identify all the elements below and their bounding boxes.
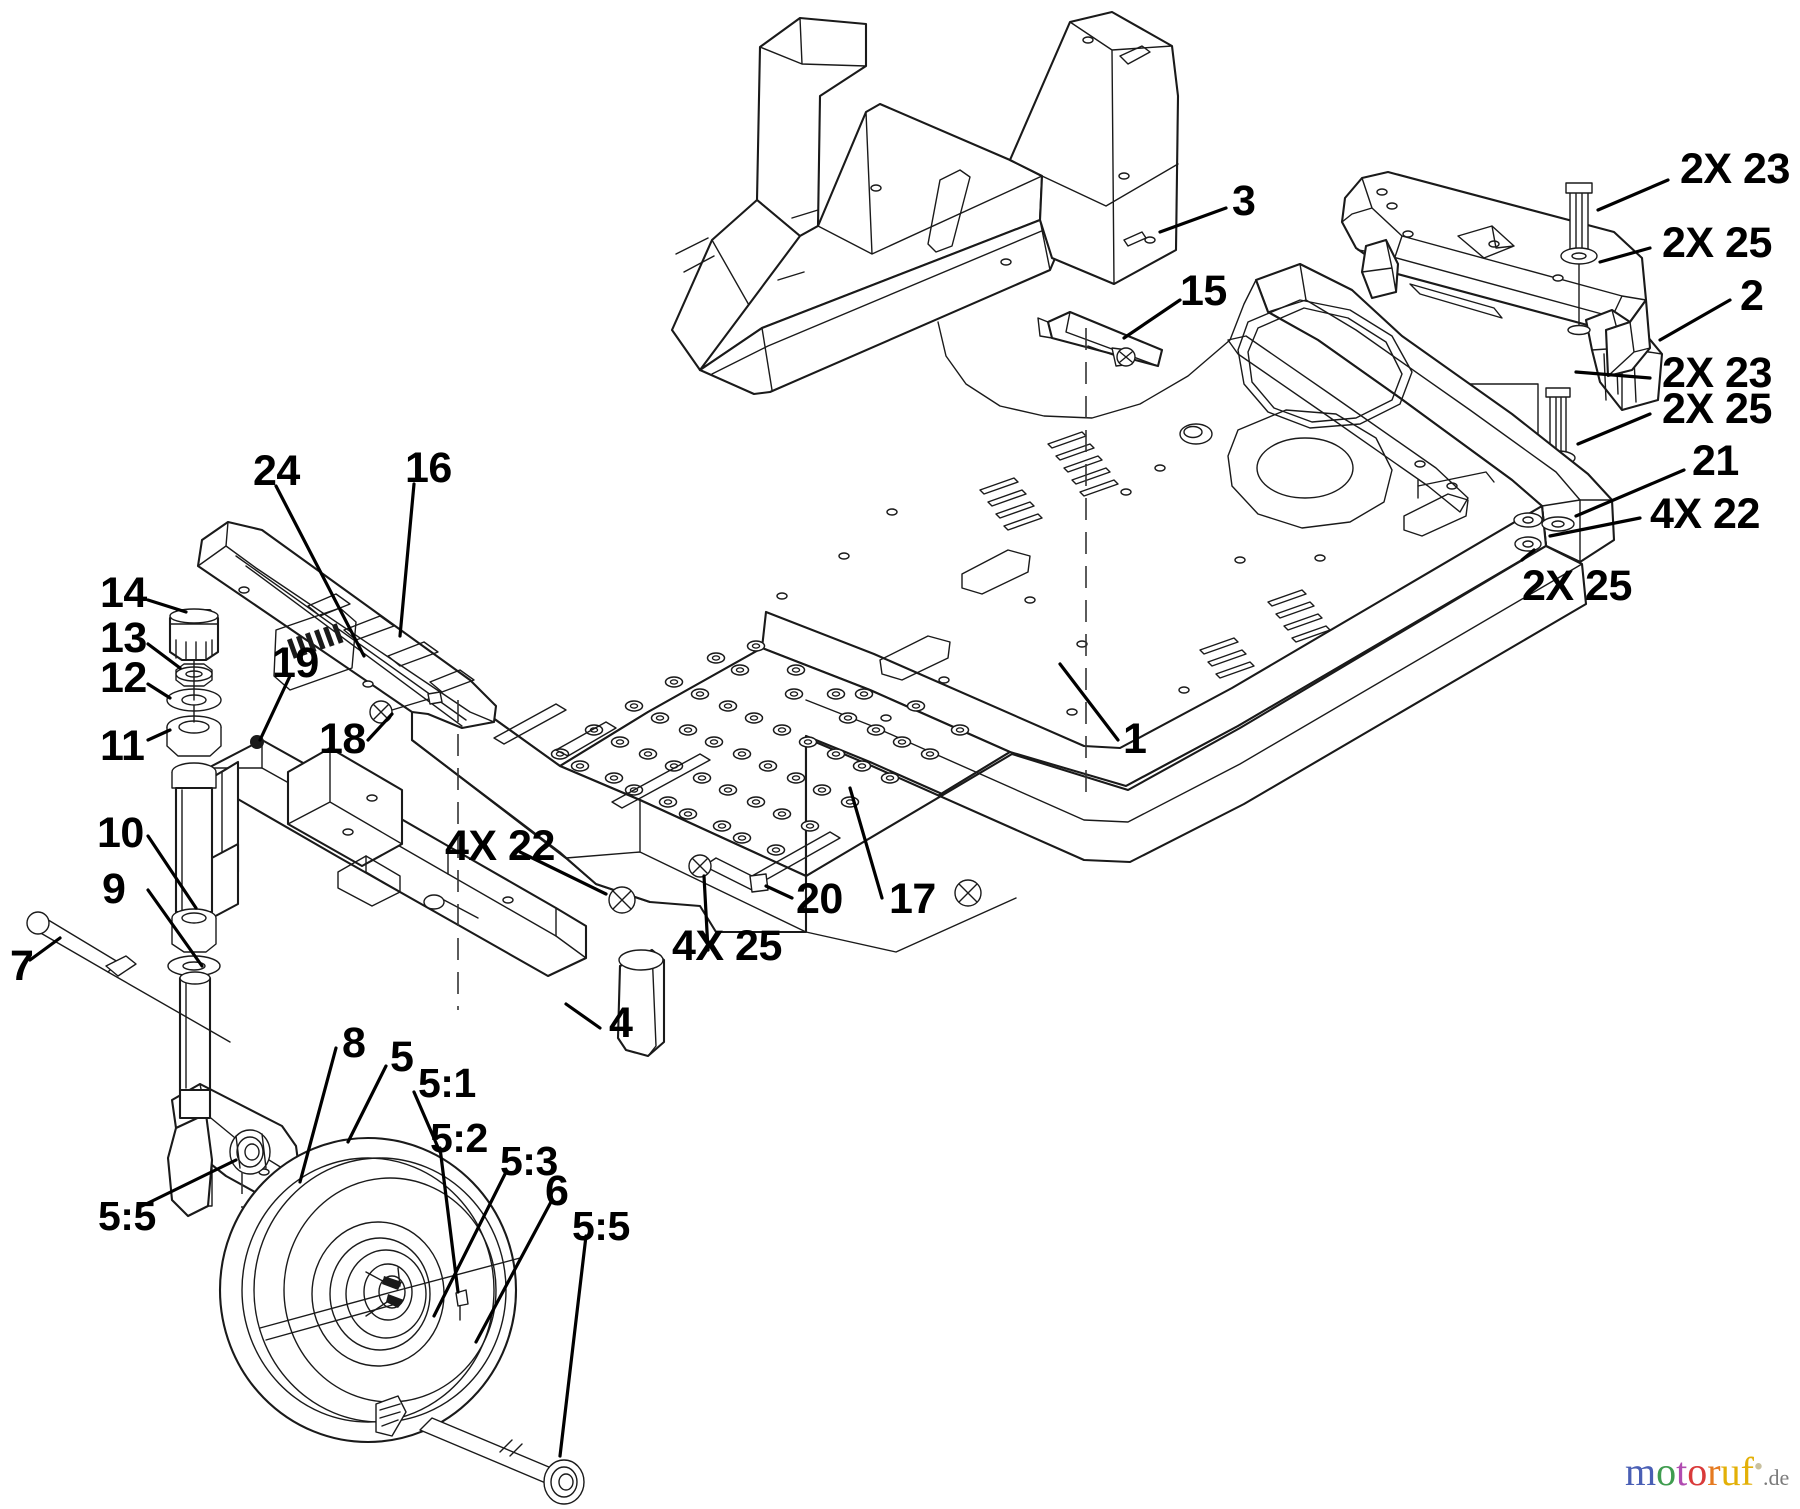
axle-bolt-5-3 [419,1417,585,1505]
callout-8: 8 [342,1019,366,1067]
callout-5: 5 [390,1033,414,1081]
rear-bumper-group [1340,170,1664,412]
callout-2x23-lower: 2X 23 [1662,349,1772,397]
callout-4x22-right: 4X 22 [1650,490,1760,538]
bolt-23-upper-assembly [1560,182,1598,336]
part-7-long-bolt [26,911,231,1043]
callout-6: 6 [545,1167,569,1215]
callout-2: 2 [1740,272,1764,320]
callout-2x25-lower: 2X 25 [1662,385,1772,433]
callout-5-3: 5:3 [500,1138,558,1184]
callout-4: 4 [609,999,633,1047]
callout-24: 24 [253,447,300,495]
callout-15: 15 [1180,267,1227,315]
callout-4x25: 4X 25 [672,922,782,970]
callout-5-5-right: 5:5 [572,1203,630,1249]
valve-stem [375,1395,407,1437]
callout-17: 17 [889,875,936,923]
callout-10: 10 [97,809,144,857]
brand-badge-glyphs [287,623,344,659]
callout-5-2: 5:2 [430,1115,488,1161]
callout-3: 3 [1232,177,1256,225]
callout-18: 18 [319,715,366,763]
part-20-pin [688,854,769,893]
part-17-bolt [954,879,982,907]
footplate-perforations [493,640,970,883]
callout-11: 11 [100,722,145,770]
wm-letter-o2: o [1687,1449,1708,1494]
callout-1: 1 [1123,715,1147,763]
callout-9: 9 [102,865,126,913]
callout-5-5-left: 5:5 [98,1193,156,1239]
bearing-5-5-left [229,1129,271,1175]
hardware-cluster-right [1417,471,1575,552]
callout-2x25-upper: 2X 25 [1662,219,1772,267]
wm-letter-u: u [1720,1449,1741,1494]
callout-5-1: 5:1 [418,1060,476,1106]
wm-letter-o1: o [1656,1449,1677,1494]
leader-lines [28,178,1732,1458]
bolt-15 [1087,345,1136,367]
callout-2x23-upper: 2X 23 [1680,145,1790,193]
part-22-nut-left [608,886,636,914]
main-frame-group [196,262,1616,1058]
callout-2x25-bottom-right: 2X 25 [1522,562,1632,610]
callout-13: 13 [100,614,147,662]
wm-letter-t: t [1676,1449,1688,1494]
callout-21: 21 [1692,437,1739,485]
callout-12: 12 [100,654,147,702]
wm-letter-m: m [1625,1449,1657,1494]
callout-7: 7 [10,942,34,990]
callout-19: 19 [272,639,319,687]
wm-letter-f: f [1740,1449,1754,1494]
callout-4x22-left: 4X 22 [445,822,555,870]
diagram-artwork-layer [26,10,1732,1505]
wm-dot-accent: ● [1753,1458,1763,1475]
caster-spindle-stack [166,608,222,1092]
wm-tld: .de [1762,1465,1790,1490]
motoruf-watermark: motoruf●.de [1625,1452,1789,1492]
callout-16: 16 [405,444,452,492]
callout-14: 14 [100,569,147,617]
wm-letter-r: r [1707,1449,1721,1494]
caster-wheel-assembly [218,1129,585,1505]
part-18-bolt [369,691,443,724]
callout-20: 20 [796,875,843,923]
